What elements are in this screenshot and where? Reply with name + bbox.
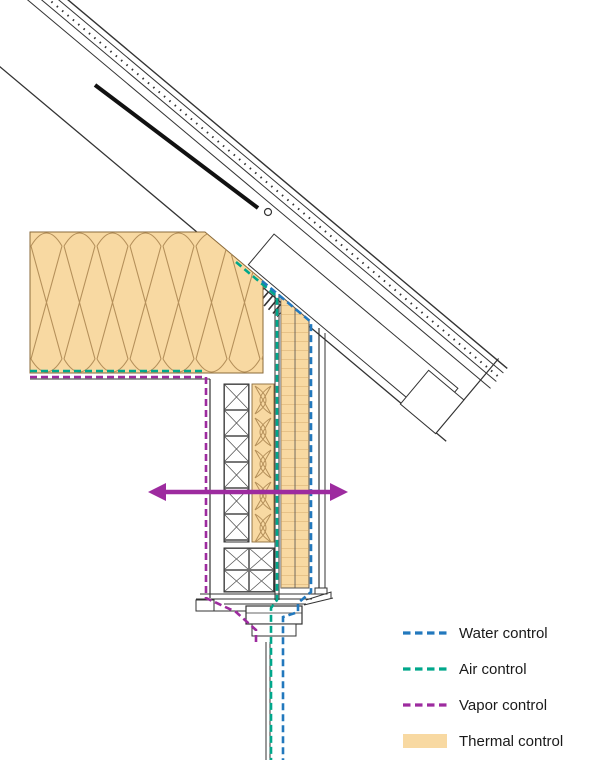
drip-flashing	[303, 591, 334, 606]
legend-label-thermal: Thermal control	[459, 732, 564, 750]
legend-label-vapor: Vapor control	[459, 696, 548, 714]
glazing-lines	[265, 642, 271, 760]
air-control-swatch	[403, 667, 447, 671]
legend-item-water: Water control	[402, 620, 597, 646]
water-control-swatch	[403, 631, 447, 635]
arrow-head-left	[148, 483, 166, 501]
water-control-line	[261, 280, 313, 760]
ceiling-insulation-pattern	[30, 232, 263, 373]
legend-item-thermal: Thermal control	[402, 728, 597, 754]
interior-head-trim	[195, 599, 215, 612]
wall-batt-pattern	[252, 384, 274, 542]
fastener-circle	[263, 207, 273, 217]
sheathing-lines	[274, 291, 280, 600]
cladding-lines	[314, 328, 328, 595]
legend-item-air: Air control	[402, 656, 597, 682]
arrow-head-right	[330, 483, 348, 501]
legend: Water control Air control Vapor control …	[402, 620, 597, 760]
wall-assembly	[209, 291, 328, 600]
window-frame-head	[245, 605, 303, 625]
ceiling-insulation	[29, 231, 264, 374]
air-control-line	[235, 261, 279, 760]
legend-label-air: Air control	[459, 660, 527, 678]
thermal-control-swatch	[403, 734, 447, 748]
header-blocking	[223, 547, 275, 593]
fascia-block	[399, 369, 465, 435]
vapor-control-line	[30, 375, 258, 644]
legend-item-vapor: Vapor control	[402, 692, 597, 718]
roof-underside-line	[0, 0, 447, 442]
stud-blocking	[223, 383, 250, 543]
window-frame-inner	[251, 623, 297, 637]
legend-label-water: Water control	[459, 624, 548, 642]
roof-membrane-emphasis	[93, 83, 260, 210]
window-head-detail	[195, 591, 334, 760]
vapor-control-swatch	[403, 703, 447, 707]
vapor-drive-arrow	[148, 483, 348, 501]
roof-assembly	[0, 0, 508, 442]
